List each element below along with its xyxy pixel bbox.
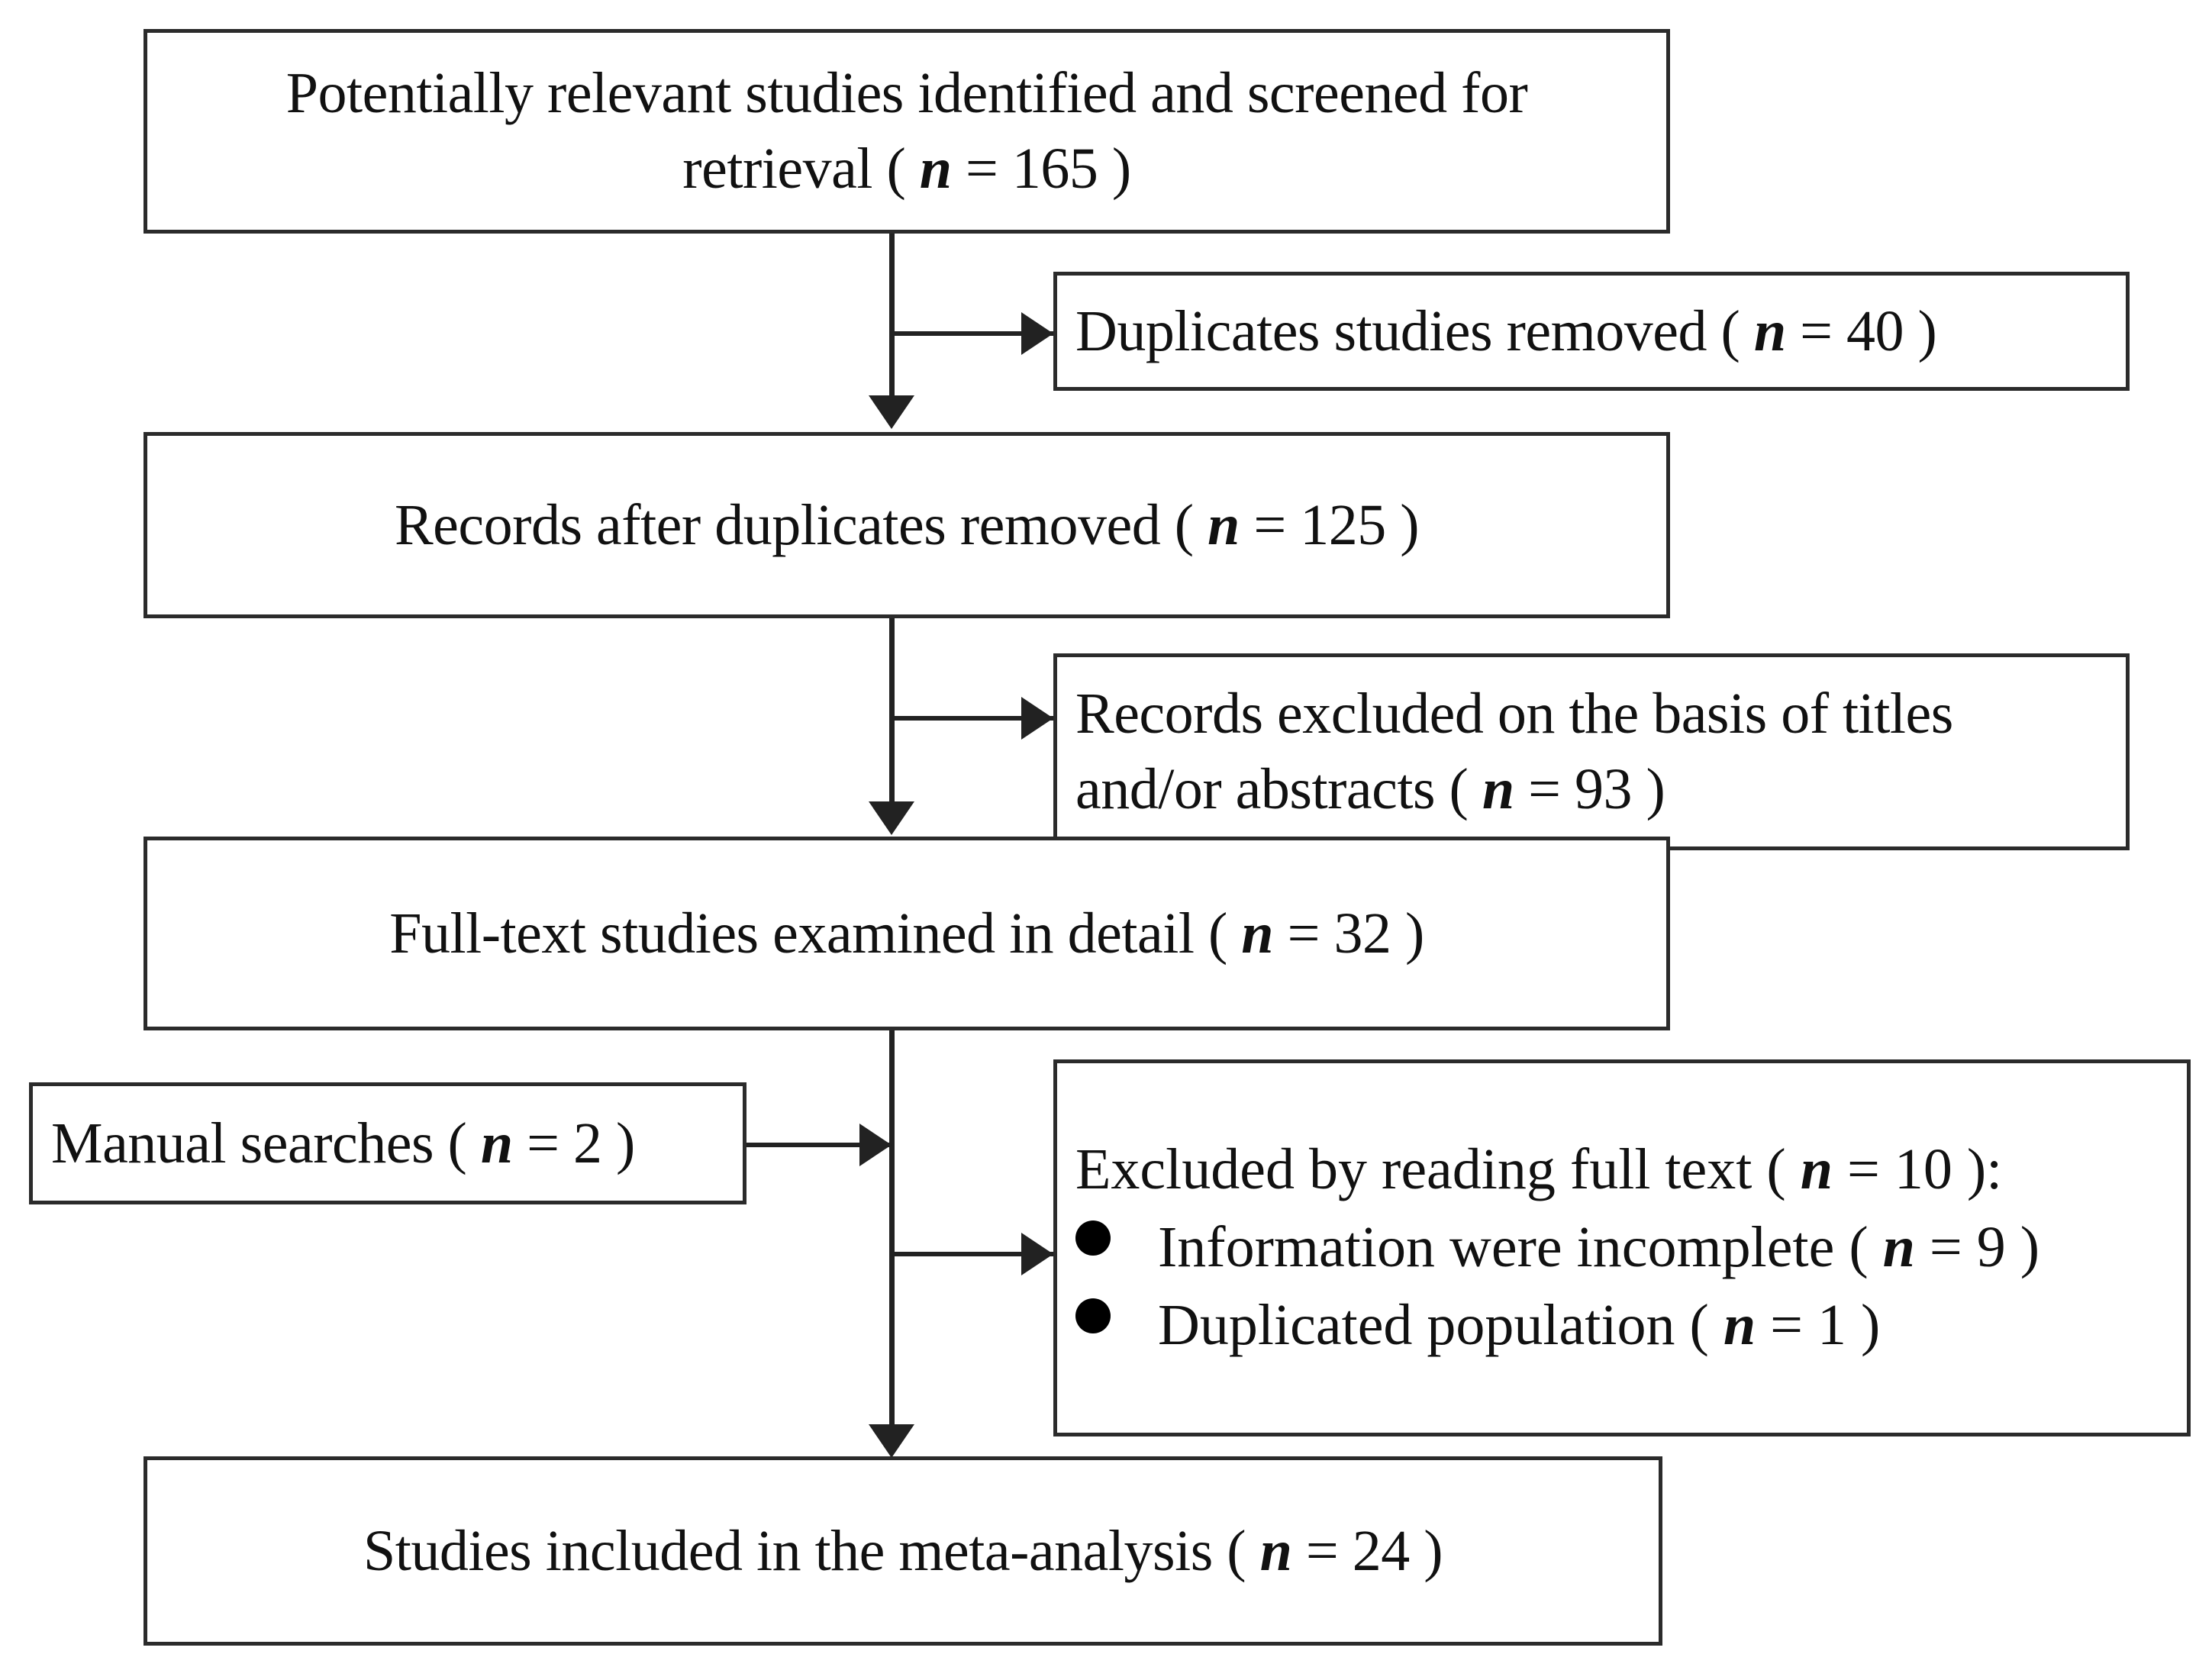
n-variable: n xyxy=(1800,1137,1833,1202)
connector-to-duplicates-removed xyxy=(889,331,1053,336)
arrowhead-identified-to-records xyxy=(869,395,914,429)
arrowhead-manual-searches-to-spine xyxy=(859,1124,892,1166)
excluded-reason-label: Information were incomplete ( n = 9 ) xyxy=(1158,1215,2040,1280)
n-variable: n xyxy=(1241,901,1274,966)
n-variable: n xyxy=(1723,1292,1756,1357)
excluded-full-text-content: Excluded by reading full text ( n = 10 )… xyxy=(1057,1131,2058,1364)
n-variable: n xyxy=(1259,1518,1292,1583)
n-variable: n xyxy=(1753,298,1786,363)
box-studies-identified: Potentially relevant studies identified … xyxy=(143,29,1670,234)
box-duplicates-removed-text: Duplicates studies removed ( n = 40 ) xyxy=(1075,298,1937,363)
connector-to-excluded-full-text xyxy=(889,1252,1053,1256)
n-variable: n xyxy=(1208,492,1240,557)
box-records-excluded-titles: Records excluded on the basis of titles … xyxy=(1053,653,2130,850)
box-full-text-examined: Full-text studies examined in detail ( n… xyxy=(143,837,1670,1030)
connector-identified-to-records xyxy=(889,234,895,398)
box-records-after-duplicates: Records after duplicates removed ( n = 1… xyxy=(143,432,1670,618)
connector-fulltext-to-included xyxy=(889,1030,895,1429)
arrowhead-fulltext-to-included xyxy=(869,1424,914,1458)
list-item: Duplicated population ( n = 1 ) xyxy=(1075,1287,2039,1365)
arrowhead-to-excluded-full-text xyxy=(1021,1233,1053,1275)
list-item: Information were incomplete ( n = 9 ) xyxy=(1075,1209,2039,1287)
excluded-full-text-heading: Excluded by reading full text ( n = 10 )… xyxy=(1075,1137,2003,1202)
box-included-meta-analysis-text: Studies included in the meta-analysis ( … xyxy=(363,1518,1443,1583)
connector-to-records-excluded-titles xyxy=(889,716,1053,721)
box-manual-searches-text: Manual searches ( n = 2 ) xyxy=(51,1111,635,1175)
n-variable: n xyxy=(1882,1215,1915,1280)
excluded-reason-label: Duplicated population ( n = 1 ) xyxy=(1158,1292,1881,1357)
bullet-icon xyxy=(1075,1298,1111,1333)
box-duplicates-removed: Duplicates studies removed ( n = 40 ) xyxy=(1053,272,2130,391)
box-excluded-full-text: Excluded by reading full text ( n = 10 )… xyxy=(1053,1059,2191,1436)
connector-records-to-fulltext xyxy=(889,618,895,804)
n-variable: n xyxy=(1482,757,1514,821)
box-manual-searches: Manual searches ( n = 2 ) xyxy=(29,1082,746,1204)
box-records-excluded-titles-text: Records excluded on the basis of titles … xyxy=(1075,682,1953,821)
bullet-icon xyxy=(1075,1220,1111,1256)
box-records-after-duplicates-text: Records after duplicates removed ( n = 1… xyxy=(394,492,1420,557)
box-included-meta-analysis: Studies included in the meta-analysis ( … xyxy=(143,1456,1662,1646)
arrowhead-records-to-fulltext xyxy=(869,801,914,835)
box-studies-identified-text: Potentially relevant studies identified … xyxy=(285,61,1528,201)
arrowhead-to-records-excluded-titles xyxy=(1021,697,1053,740)
connector-manual-searches-to-spine xyxy=(744,1143,892,1147)
n-variable: n xyxy=(480,1111,513,1175)
box-full-text-examined-text: Full-text studies examined in detail ( n… xyxy=(389,901,1424,966)
arrowhead-to-duplicates-removed xyxy=(1021,312,1053,355)
n-variable: n xyxy=(919,137,952,201)
